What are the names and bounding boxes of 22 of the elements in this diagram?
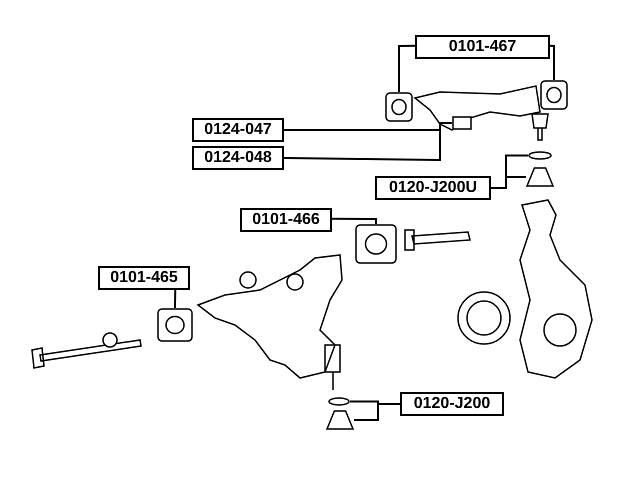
leader-line xyxy=(398,44,416,92)
snap-ring-drawing xyxy=(328,397,350,406)
part-number-label: 0120-J200U xyxy=(375,176,491,200)
leader-line xyxy=(332,218,377,224)
leader-line xyxy=(491,176,526,189)
part-number-label: 0124-048 xyxy=(192,146,284,170)
part-number-label: 0101-466 xyxy=(240,208,332,232)
dust-boot-drawing xyxy=(326,410,354,430)
leader-line xyxy=(174,290,176,308)
part-number-label: 0120-J200 xyxy=(400,392,504,416)
bushing-drawing xyxy=(157,308,193,342)
dust-boot-drawing xyxy=(526,167,554,187)
leader-line xyxy=(550,44,555,80)
snap-ring-drawing xyxy=(528,151,552,160)
bushing-drawing xyxy=(385,92,413,122)
bushing-drawing xyxy=(540,80,568,110)
bushing-drawing xyxy=(355,224,397,264)
part-number-label: 0101-465 xyxy=(98,266,190,290)
part-number-label: 0101-467 xyxy=(415,35,550,59)
part-number-label: 0124-047 xyxy=(192,118,284,142)
leader-line xyxy=(354,403,400,421)
cam-plate-drawing xyxy=(452,116,472,130)
